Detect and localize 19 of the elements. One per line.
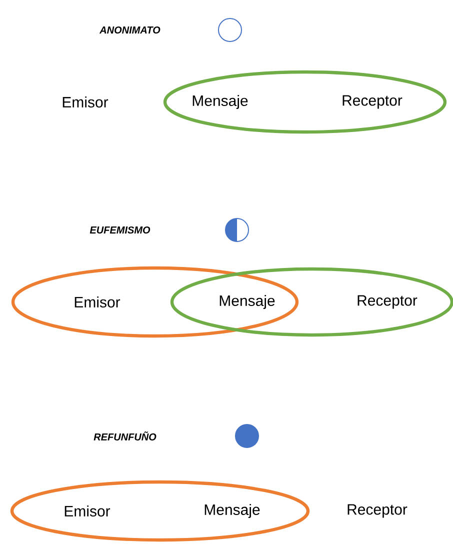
section-heading: REFUNFUÑO	[94, 432, 156, 440]
word: Mensaje	[220, 295, 275, 309]
word: Receptor	[348, 504, 408, 518]
word: Receptor	[358, 295, 418, 309]
section-heading: ANONIMATO	[99, 26, 160, 34]
word: Emisor	[62, 96, 108, 108]
ellipse-outline	[10, 480, 310, 542]
section-heading: EUFEMISMO	[90, 226, 150, 234]
circle-icon	[235, 424, 259, 448]
ellipse-outline	[11, 266, 299, 338]
word: Receptor	[342, 95, 402, 109]
word: Mensaje	[204, 504, 260, 518]
circle-icon	[225, 218, 249, 242]
ellipse-outline	[163, 70, 447, 134]
word: Mensaje	[192, 95, 248, 109]
word: Emisor	[64, 505, 110, 516]
word: Emisor	[74, 296, 120, 308]
circle-icon	[218, 18, 242, 42]
ellipse-outline	[170, 267, 453, 337]
